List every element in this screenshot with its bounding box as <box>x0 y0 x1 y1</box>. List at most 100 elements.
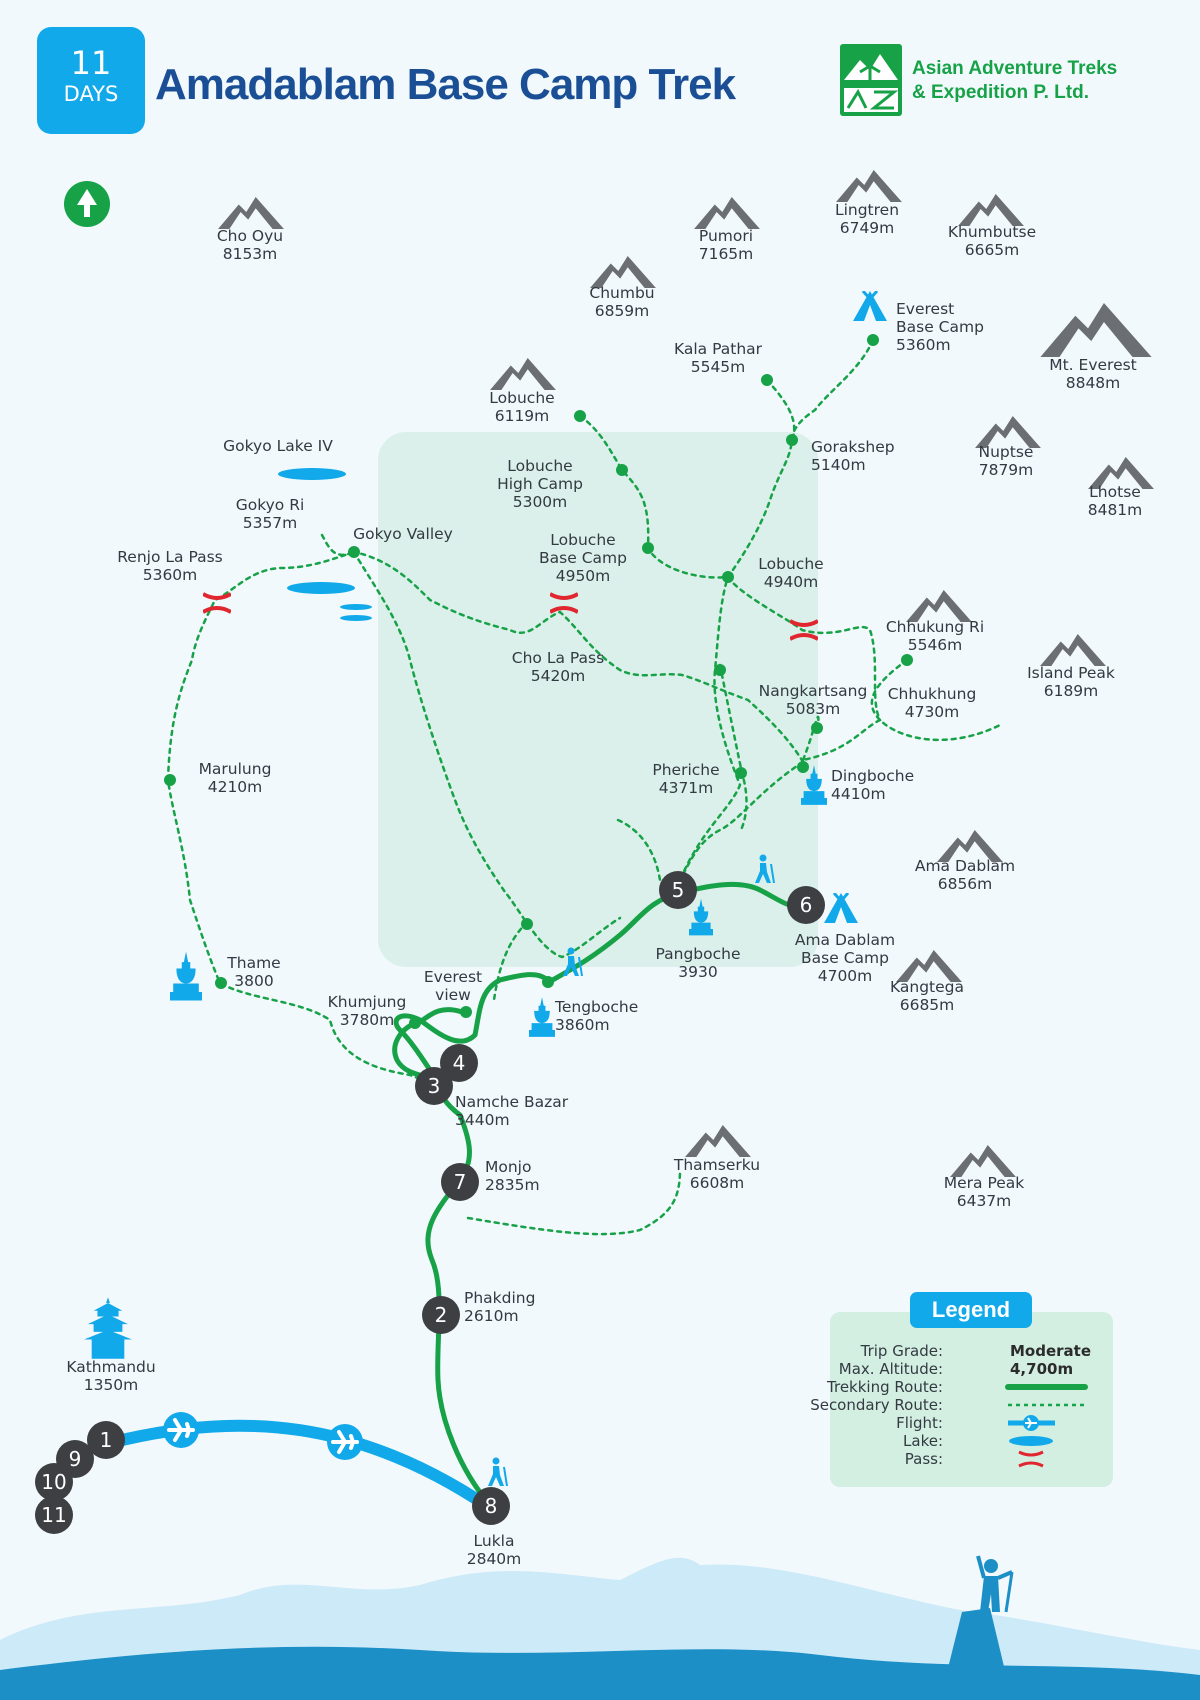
pangboche-altitude: 3930 <box>678 963 717 981</box>
lobuche-mountain-icon <box>490 358 556 390</box>
gokyo-lake <box>287 582 355 594</box>
nuptse-name: Nuptse <box>979 443 1034 461</box>
lake-small-1 <box>340 604 372 610</box>
everest-base-camp-tent-icon <box>853 291 887 321</box>
hills-decoration <box>0 1555 1200 1700</box>
lhotse-altitude: 8481m <box>1088 501 1143 519</box>
lobuche-base-camp-altitude: 4950m <box>556 567 611 585</box>
legend-title: Legend <box>910 1292 1032 1328</box>
everest-view-name: Everest <box>424 968 482 986</box>
day-marker-circle <box>35 1463 73 1501</box>
gokyo-valley-name: Gokyo Valley <box>353 525 453 543</box>
day-marker-circle <box>440 1044 478 1082</box>
lobuche-peak-altitude: 6119m <box>495 407 550 425</box>
chhukhung-name: Chhukhung <box>888 685 977 703</box>
legend-trekking-route: Trekking Route: <box>827 1378 1113 1396</box>
nuptse-altitude: 7879m <box>979 461 1034 479</box>
kala-pathar-name: Kala Pathar <box>674 340 763 358</box>
pass-swatch-icon <box>1018 1450 1044 1468</box>
dingboche-altitude: 4410m <box>831 785 886 803</box>
lobuche-village-name: Lobuche <box>758 555 823 573</box>
lobuche-high-camp-name: High Camp <box>497 475 583 493</box>
kathmandu-pagoda-icon <box>84 1297 132 1359</box>
renjo-la-pass-altitude: 5360m <box>143 566 198 584</box>
climber-icon <box>976 1555 1014 1613</box>
chhukhung-altitude: 4730m <box>905 703 960 721</box>
hiker-icon <box>487 1457 508 1487</box>
day-marker: 2 <box>422 1296 460 1334</box>
marulung-altitude: 4210m <box>208 778 263 796</box>
pass-label: Pass: <box>904 1450 943 1468</box>
namche-bazar-altitude: 3440m <box>455 1111 510 1129</box>
monjo-altitude: 2835m <box>485 1176 540 1194</box>
lingtren-mountain-icon <box>836 170 902 202</box>
mt-everest-mountain-icon <box>1040 303 1152 357</box>
pumori-name: Pumori <box>699 227 753 245</box>
thamserku-mountain-icon <box>685 1125 751 1157</box>
chumbu-altitude: 6859m <box>595 302 650 320</box>
everest-base-camp-name: Everest <box>896 300 954 318</box>
gokyo-lake-iv-label: Gokyo Lake IV <box>223 437 333 455</box>
renjo-la-pass-icon <box>203 592 231 614</box>
everest-base-camp-altitude: 5360m <box>896 336 951 354</box>
island-peak-mountain-icon <box>1040 634 1106 666</box>
day-marker-circle <box>415 1067 453 1105</box>
kala-pathar-altitude: 5545m <box>691 358 746 376</box>
legend-trip-grade: Trip Grade: Moderate <box>830 1342 1113 1360</box>
flight-label: Flight: <box>896 1414 943 1432</box>
plane-icon <box>163 1412 199 1448</box>
legend-pass: Pass: <box>830 1450 1113 1468</box>
day-marker-circle <box>35 1496 73 1534</box>
ama-dablam-base-camp-tent-icon <box>824 893 858 923</box>
day-marker: 8 <box>472 1487 510 1525</box>
legend-panel <box>830 1312 1113 1487</box>
gorakshep-altitude: 5140m <box>811 456 866 474</box>
ama-dablam-base-camp-name: Base Camp <box>801 949 889 967</box>
gokyo-valley-label: Gokyo Valley <box>353 525 453 543</box>
thamserku-name: Thamserku <box>673 1156 760 1174</box>
day-marker: 1 <box>87 1421 125 1459</box>
chhukung-ri-name: Chhukung Ri <box>886 618 984 636</box>
mera-peak-altitude: 6437m <box>957 1192 1012 1210</box>
cho-la-pass-altitude: 5420m <box>531 667 586 685</box>
day-marker: 6 <box>787 886 825 924</box>
page-title: Amadablam Base Camp Trek <box>155 60 736 109</box>
day-number: 9 <box>69 1447 82 1471</box>
island-peak-name: Island Peak <box>1027 664 1115 682</box>
ama-dablam-altitude: 6856m <box>938 875 993 893</box>
day-number: 3 <box>428 1074 441 1098</box>
day-number: 7 <box>454 1170 467 1194</box>
days-number: 11 <box>70 44 112 82</box>
company-name-line2: & Expedition P. Ltd. <box>912 82 1089 103</box>
namche-bazar-name: Namche Bazar <box>455 1093 569 1111</box>
kathmandu-name: Kathmandu <box>66 1358 155 1376</box>
cho-la-pass-name: Cho La Pass <box>512 649 604 667</box>
day-number: 1 <box>100 1428 113 1452</box>
max-altitude-label: Max. Altitude: <box>838 1360 943 1378</box>
day-number: 10 <box>41 1470 66 1494</box>
